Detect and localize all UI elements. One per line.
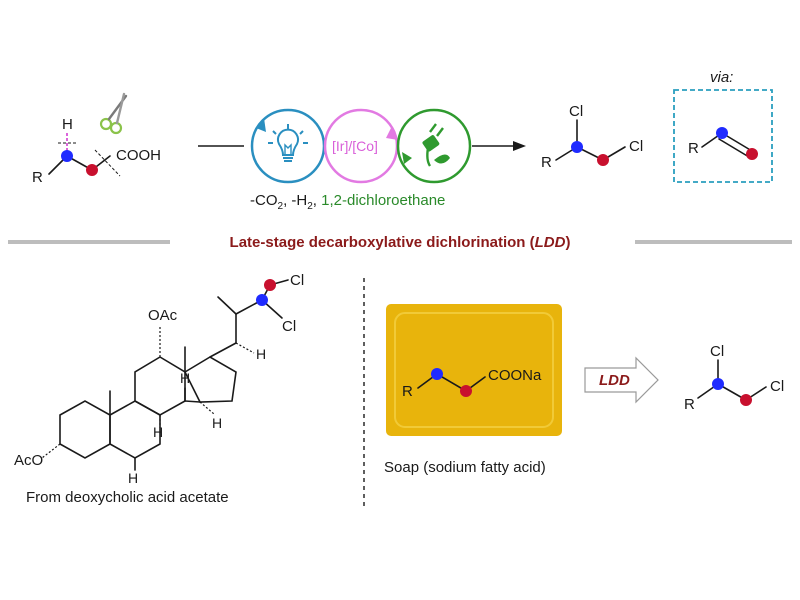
hydrogen-label: H bbox=[62, 116, 73, 133]
ring-c bbox=[134, 356, 186, 416]
blue-carbon-atom bbox=[716, 127, 728, 139]
red-carbon-atom bbox=[86, 164, 98, 176]
c5-hydrogen: H bbox=[128, 470, 138, 486]
electrolysis-cycle bbox=[396, 108, 472, 184]
soap-example: R COONa Soap (sodium fatty acid) LDD Cl … bbox=[384, 304, 784, 476]
dichloride-product: Cl Cl R bbox=[541, 103, 643, 171]
red-carbon-atom bbox=[264, 279, 276, 291]
scissors-icon bbox=[99, 92, 128, 135]
steroid-caption: From deoxycholic acid acetate bbox=[26, 489, 229, 506]
ldd-arrow-label: LDD bbox=[599, 372, 630, 389]
photocycle-arrowhead bbox=[256, 118, 266, 132]
cut-mark-cc bbox=[94, 149, 121, 177]
steroid-structure: OAc AcO H H H H H Cl Cl From deoxycholic… bbox=[14, 272, 304, 506]
electro-cycle-arrowhead bbox=[402, 152, 412, 164]
reaction-arrowhead bbox=[513, 141, 526, 151]
ring-a bbox=[59, 400, 111, 459]
soap-bar bbox=[386, 304, 562, 436]
c14-h-bond bbox=[199, 401, 215, 415]
c8-hydrogen: H bbox=[180, 370, 190, 386]
chlorine-label-1: Cl bbox=[710, 343, 724, 360]
lightbulb-icon bbox=[268, 124, 308, 162]
red-carbon-atom bbox=[740, 394, 752, 406]
c21-methyl bbox=[217, 296, 237, 315]
red-carbon-atom bbox=[597, 154, 609, 166]
c3-oac-bond bbox=[41, 443, 61, 459]
r-group-label: R bbox=[32, 169, 43, 186]
divider-bar-left bbox=[8, 240, 170, 244]
chlorine-label-2: Cl bbox=[282, 318, 296, 335]
aco-label: AcO bbox=[14, 452, 43, 469]
blue-carbon-atom bbox=[61, 150, 73, 162]
c20-hydrogen: H bbox=[256, 346, 266, 362]
r-group-label: R bbox=[684, 396, 695, 413]
via-box-outline bbox=[673, 89, 773, 183]
chlorine-label-2: Cl bbox=[629, 138, 643, 155]
hollow-arrow-icon bbox=[584, 356, 659, 404]
r-group-label: R bbox=[541, 154, 552, 171]
cooh-label: COOH bbox=[116, 147, 161, 164]
c9-hydrogen: H bbox=[153, 424, 163, 440]
reaction-conditions: -CO2, -H2, 1,2-dichloroethane bbox=[250, 192, 445, 212]
c14-hydrogen: H bbox=[212, 415, 222, 431]
metal-cycle-arrowhead bbox=[386, 128, 398, 140]
blue-carbon-atom bbox=[712, 378, 724, 390]
oac-label: OAc bbox=[148, 307, 178, 324]
red-carbon-atom bbox=[460, 385, 472, 397]
chlorine-label-1: Cl bbox=[290, 272, 304, 289]
electric-plug-leaf-icon bbox=[422, 123, 450, 167]
via-label: via: bbox=[710, 69, 733, 86]
red-carbon-atom bbox=[746, 148, 758, 160]
catalytic-cycles: [Ir]/[Co] bbox=[250, 108, 472, 184]
r-group-label: R bbox=[402, 383, 413, 400]
soap-caption: Soap (sodium fatty acid) bbox=[384, 459, 546, 476]
ring-d-fusion bbox=[184, 400, 201, 403]
divider-bar-right bbox=[635, 240, 792, 244]
substrate-carboxylic-acid: H R COOH bbox=[32, 116, 161, 186]
chlorine-label-1: Cl bbox=[569, 103, 583, 120]
ring-d bbox=[183, 356, 237, 403]
chlorine-label-2: Cl bbox=[770, 378, 784, 395]
c17-c20-bond bbox=[209, 342, 237, 358]
blue-carbon-atom bbox=[431, 368, 443, 380]
catalyst-label: [Ir]/[Co] bbox=[332, 138, 378, 154]
c20-h-bond bbox=[235, 342, 255, 354]
double-bond-line-2 bbox=[718, 138, 750, 158]
r-group-label: R bbox=[688, 140, 699, 157]
blue-carbon-atom bbox=[571, 141, 583, 153]
via-alkene-box: via: R bbox=[673, 69, 773, 183]
blue-carbon-atom bbox=[256, 294, 268, 306]
coona-label: COONa bbox=[488, 367, 542, 384]
soap-bar-rim bbox=[394, 312, 554, 428]
section-title: Late-stage decarboxylative dichlorinatio… bbox=[230, 234, 571, 251]
